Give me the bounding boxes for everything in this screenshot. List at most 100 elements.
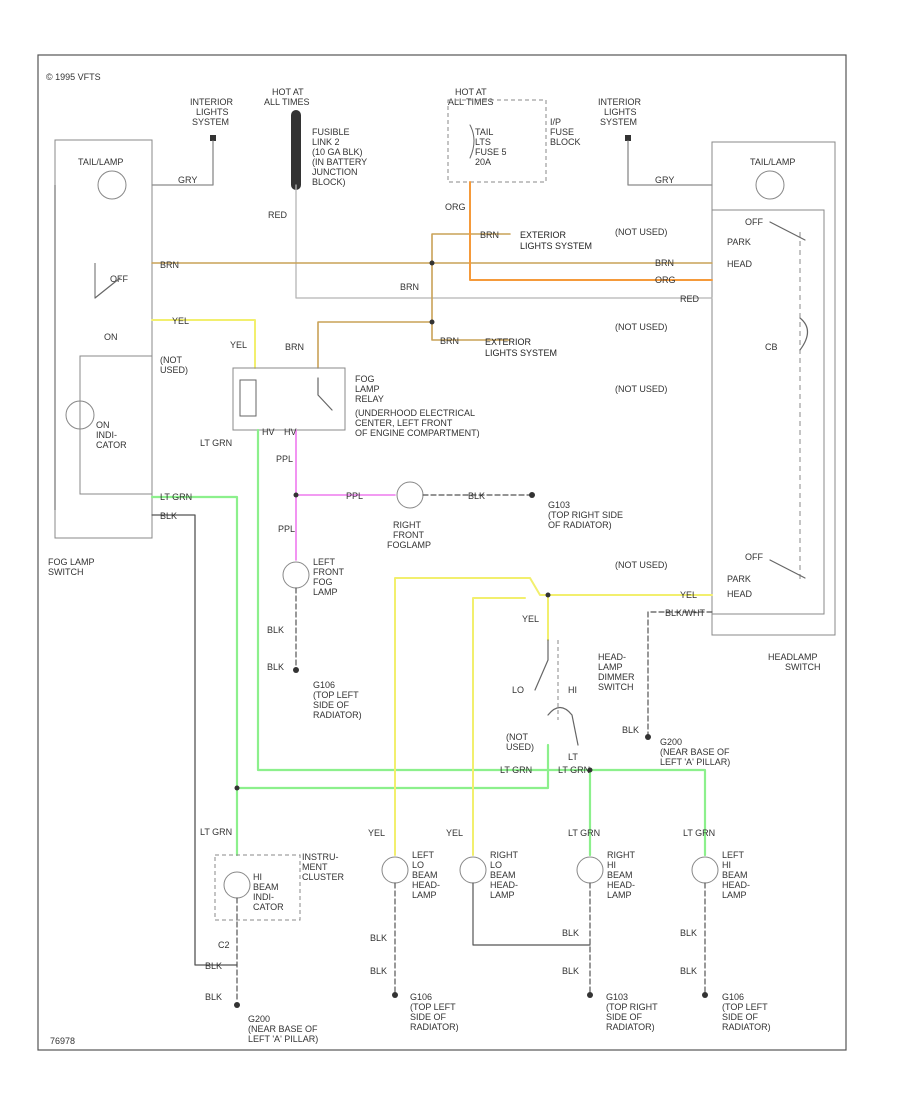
wire-org-label-right: ORG — [655, 275, 676, 285]
diagram-frame — [37, 54, 847, 1051]
wire-dkgrn — [151, 514, 238, 966]
wire-blkwht-g200 — [647, 611, 713, 736]
ground-g103-dot — [529, 492, 535, 498]
right-lo-beam-icon — [459, 856, 487, 884]
circuit-breaker-icon — [799, 317, 809, 351]
left-front-foglamp-icon — [282, 561, 310, 589]
wire-brn-label-6: BRN — [440, 336, 459, 346]
headlamp-switch — [711, 141, 836, 636]
tail-lamp-label-left: TAIL/LAMP — [78, 157, 123, 167]
wire-ppl-label-2: PPL — [346, 491, 363, 501]
c2-label: C2 — [218, 940, 230, 950]
splice-ppl — [293, 492, 299, 498]
wire-ltgrn-label-5: LT GRN — [200, 827, 232, 837]
ground-g103b-dot — [587, 992, 593, 998]
headlamp-switch-blade-bottom — [769, 559, 806, 579]
not-used-label-3: (NOT USED) — [615, 384, 667, 394]
wire-ppl-label-1: PPL — [276, 454, 293, 464]
wire-brn-down — [431, 262, 511, 341]
ground-g200b-dot — [234, 1002, 240, 1008]
left-hi-ltgrn-label: LT GRN — [683, 828, 715, 838]
wire-blk-label-rhi: BLK — [562, 928, 579, 938]
splice-ltgrn-1 — [234, 785, 240, 791]
wire-yel-switch-relay — [151, 319, 256, 369]
wire-blk-label-g200: BLK — [622, 725, 639, 735]
wire-yel-headlamp — [394, 577, 713, 856]
wire-org — [469, 181, 713, 281]
wire-yel-label-hs: YEL — [680, 590, 697, 600]
wire-brn-label-5: BRN — [655, 258, 674, 268]
off-label-bottom: OFF — [745, 552, 763, 562]
wire-blkwht-label: BLK/WHT — [665, 608, 706, 618]
wire-brn-relay — [317, 321, 433, 369]
wire-ltgrn-switch — [150, 495, 239, 857]
right-front-foglamp-icon — [396, 481, 424, 509]
dimmer-lt-label: LT — [568, 752, 578, 762]
copyright-label: © 1995 VFTS — [46, 72, 101, 82]
fuse5-icon — [469, 124, 475, 159]
wire-ltgrn-label-1: LT GRN — [200, 438, 232, 448]
wire-gry-right — [627, 140, 713, 186]
headlamp-dimmer-switch — [534, 639, 579, 746]
park-label-bottom: PARK — [727, 574, 751, 584]
wire-red-label-right: RED — [680, 294, 700, 304]
not-used-label-4: (NOT USED) — [615, 560, 667, 570]
fog-switch-blade — [94, 277, 121, 299]
wire-brn-ext1 — [431, 233, 511, 264]
park-label-top: PARK — [727, 237, 751, 247]
dimmer-lo-label: LO — [512, 685, 524, 695]
ground-g106c-dot — [702, 992, 708, 998]
left-hi-beam-icon — [691, 856, 719, 884]
dimmer-hi-label: HI — [568, 685, 577, 695]
ground-g106b-dot — [392, 992, 398, 998]
wire-ppl-label-3: PPL — [278, 524, 295, 534]
wire-blk-label-rf: BLK — [468, 491, 485, 501]
head-label-bottom: HEAD — [727, 589, 753, 599]
ground-g106-dot — [293, 667, 299, 673]
interior-lights-connector-left — [210, 135, 216, 141]
tail-lamp-icon-left — [97, 170, 127, 200]
wire-blk-label-lhi: BLK — [680, 928, 697, 938]
wire-yel-label-hv: HV — [262, 427, 275, 437]
right-hi-ltgrn-label: LT GRN — [568, 828, 600, 838]
wire-ltgrn-label-2: LT GRN — [160, 492, 192, 502]
tail-lamp-label-right: TAIL/LAMP — [750, 157, 795, 167]
interior-lights-connector-right — [625, 135, 631, 141]
hi-beam-indicator-icon — [223, 871, 251, 899]
wire-blk-rightlo — [472, 882, 591, 946]
wire-yel-label-dm: YEL — [522, 614, 539, 624]
wire-ltgrn-dimmer — [235, 743, 550, 790]
not-used-label-2: (NOT USED) — [615, 322, 667, 332]
head-label-top: HEAD — [727, 259, 753, 269]
on-indicator-icon — [65, 400, 95, 430]
fuse-block-box — [447, 99, 547, 183]
wire-blk-label-llo2: BLK — [370, 966, 387, 976]
wire-gry-right-label: GRY — [655, 175, 674, 185]
tail-lamp-icon-right — [755, 170, 785, 200]
wire-blk-label-lf: BLK — [267, 625, 284, 635]
